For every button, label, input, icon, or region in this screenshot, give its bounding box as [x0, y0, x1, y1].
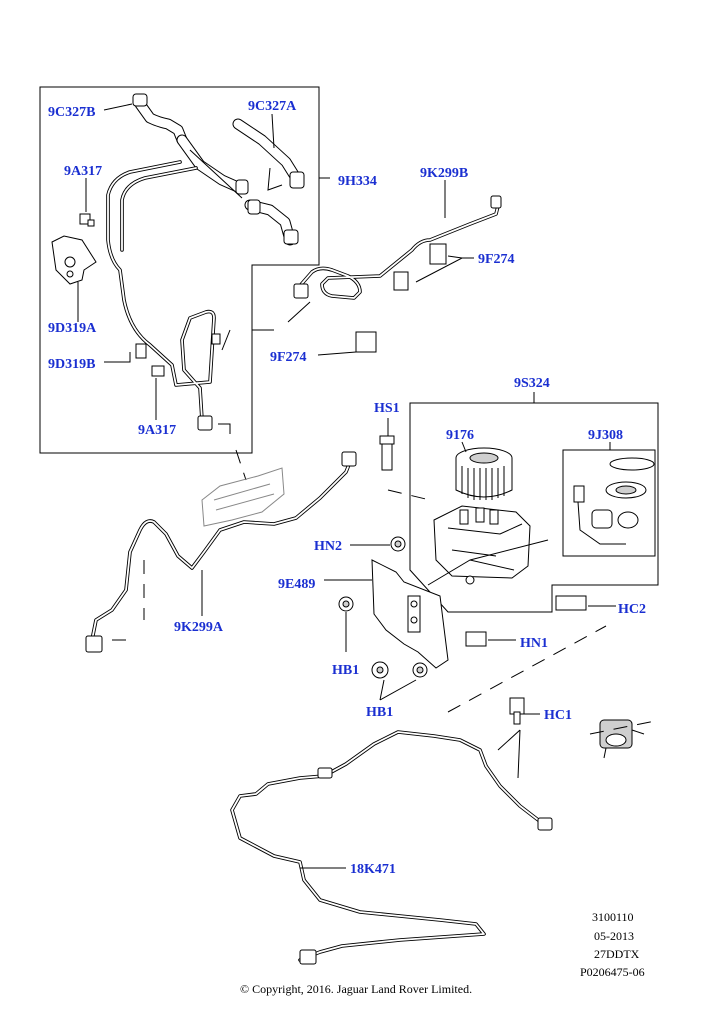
hose-9c327a: [232, 118, 305, 189]
pipe-18k471: [230, 730, 553, 965]
bracket-9e489: [371, 559, 449, 669]
inset-frame-filter: [409, 402, 659, 613]
pipe-9k299a: [85, 451, 357, 653]
hose-joint-left: [176, 134, 246, 194]
hose-joint-right: [235, 179, 299, 246]
callout-9a317-bottom: 9A317: [138, 423, 176, 438]
drawing-ref-line4: P0206475-06: [580, 965, 645, 979]
clip-9f274-left: [355, 331, 377, 353]
clip-9a317-bottom: [151, 365, 165, 377]
pipe-9k299b: [293, 195, 502, 300]
callout-9f274-left: 9F274: [270, 350, 307, 365]
fuel-pump-detail: [599, 719, 645, 759]
bracket-9d319a: [51, 235, 97, 285]
callout-9a317-top: 9A317: [64, 164, 102, 179]
hose-9c327b: [132, 93, 188, 146]
sensor-9j308: [573, 457, 655, 545]
inset-fuel-pipes: [106, 160, 216, 431]
callout-9f274-right: 9F274: [478, 252, 515, 267]
drawing-ref-line3: 27DDTX: [594, 947, 640, 961]
drawing-ref-line1: 3100110: [592, 910, 634, 924]
callout-9d319a: 9D319A: [48, 321, 97, 336]
clip-9d319b: [135, 343, 147, 359]
clip-9f274-right-a: [393, 271, 409, 291]
callout-9h334: 9H334: [338, 174, 377, 189]
callout-9c327b: 9C327B: [48, 105, 95, 120]
callout-9c327a: 9C327A: [248, 99, 297, 114]
callout-hc1: HC1: [544, 708, 572, 723]
clip-hc1: [509, 697, 525, 725]
callout-hn2: HN2: [314, 539, 342, 554]
nut-hn1: [465, 631, 487, 647]
filter-housing: [427, 505, 549, 586]
callout-9176: 9176: [446, 428, 474, 443]
clip-9f274-right-b: [429, 243, 447, 265]
callout-18k471: 18K471: [350, 862, 396, 877]
callout-9k299b: 9K299B: [420, 166, 468, 181]
inset-frame-top-left: [39, 86, 320, 454]
screw-hs1: [379, 435, 395, 471]
callout-hc2: HC2: [618, 602, 646, 617]
inset-frame-9j308: [562, 449, 656, 557]
clip-hc2: [555, 595, 587, 611]
nut-hn2: [390, 536, 406, 552]
copyright-notice: © Copyright, 2016. Jaguar Land Rover Lim…: [240, 982, 472, 996]
callout-9k299a: 9K299A: [174, 620, 224, 635]
callout-hs1: HS1: [374, 401, 400, 416]
filter-element-9176: [455, 447, 513, 500]
callout-hn1: HN1: [520, 636, 548, 651]
bolt-hb1-a: [338, 596, 354, 612]
callout-9e489: 9E489: [278, 577, 315, 592]
callout-9j308: 9J308: [588, 428, 623, 443]
clip-9a317-top: [79, 213, 95, 227]
bolt-hb1-b: [371, 661, 389, 679]
callout-hb1-a: HB1: [332, 663, 359, 678]
bolt-hb1-c: [412, 662, 428, 678]
callout-9s324: 9S324: [514, 376, 550, 391]
drawing-ref-line2: 05-2013: [594, 929, 634, 943]
clip-inset-small: [211, 333, 221, 345]
engine-detail-ghost: [201, 467, 285, 527]
callout-hb1-b: HB1: [366, 705, 393, 720]
callout-9d319b: 9D319B: [48, 357, 95, 372]
